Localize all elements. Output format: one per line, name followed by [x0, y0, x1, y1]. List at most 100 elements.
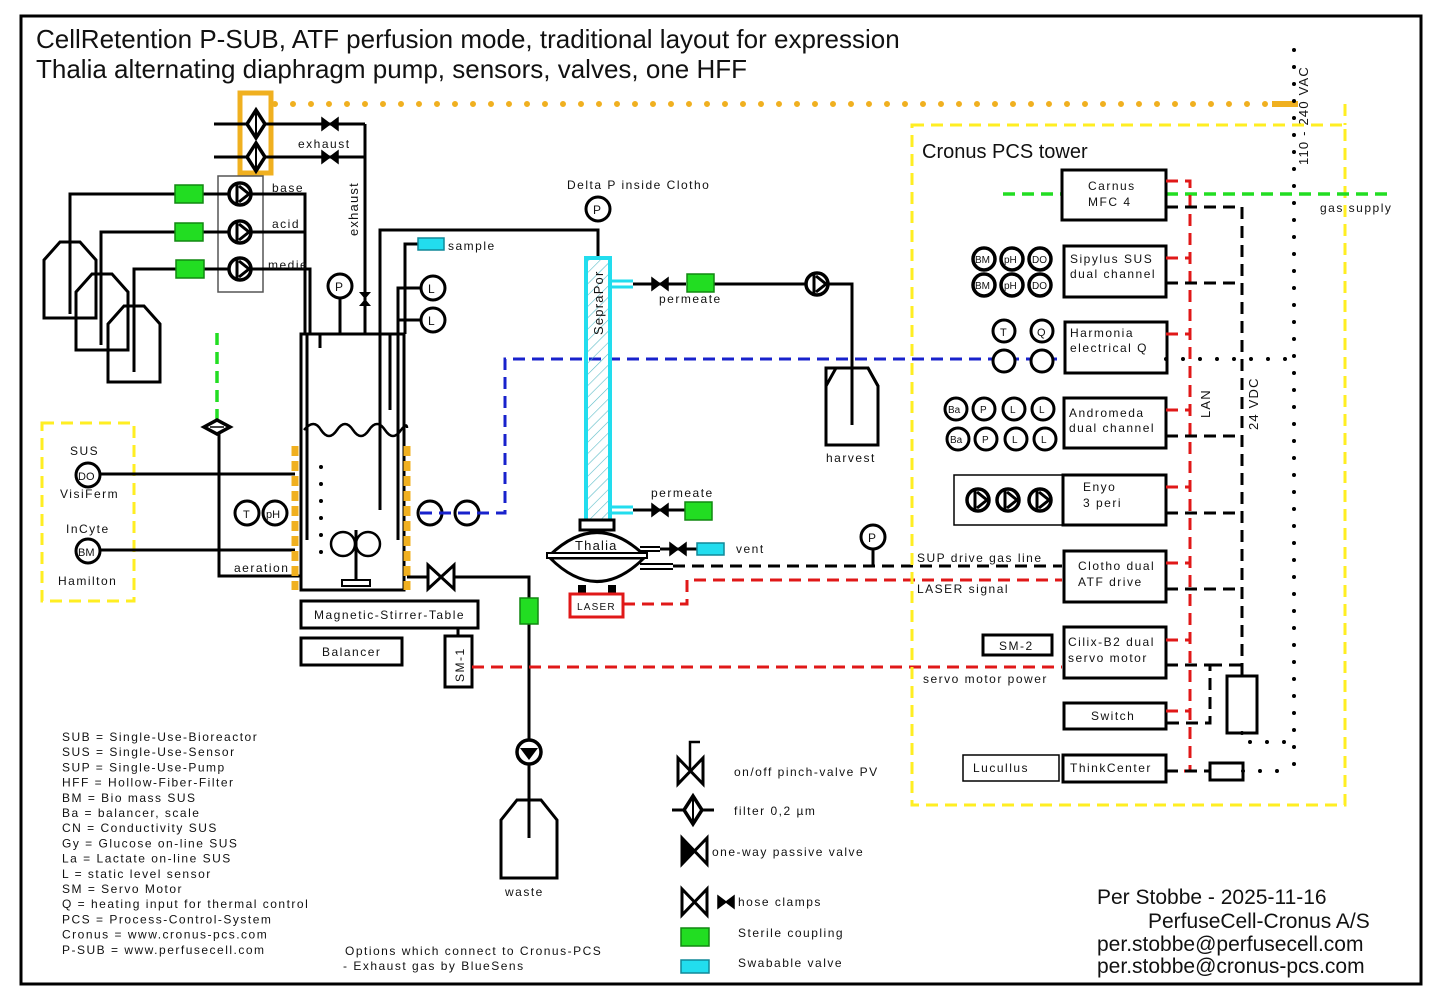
svg-text:Ba: Ba [950, 435, 963, 446]
gas-supply-label: gas supply [1320, 201, 1392, 215]
module-cilix[interactable]: Cilix-B2 dual servo motor [1062, 625, 1168, 680]
drive-pressure-sensor-icon [859, 523, 887, 551]
svg-text:BM: BM [975, 255, 990, 266]
abbreviation-item: PCS = Process-Control-System [62, 912, 272, 926]
incyte-label: InCyte [66, 522, 110, 536]
outer-frame [19, 14, 1423, 986]
power-label: 110 - 240 VAC [1296, 66, 1311, 165]
module-carnus[interactable]: Carnus MFC 4 [1060, 168, 1168, 222]
hose-clamp-icon [651, 503, 669, 517]
abbreviation-item: L = static level sensor [62, 867, 212, 881]
module-switch[interactable]: Switch [1062, 701, 1168, 731]
svg-text:Q: Q [1037, 327, 1046, 339]
svg-text:hose clamps: hose clamps [738, 895, 822, 909]
svg-text:Switch: Switch [1091, 709, 1135, 723]
svg-text:Clotho dual: Clotho dual [1078, 559, 1155, 573]
abbreviation-item: SM = Servo Motor [62, 882, 183, 896]
servo-power-label: servo motor power [923, 672, 1048, 686]
sipylus-sensors: BM pH DO BM pH DO [971, 246, 1053, 298]
abbreviation-item: Ba = balancer, scale [62, 806, 200, 820]
svg-text:P: P [868, 531, 876, 545]
aeration-label: aeration [234, 561, 289, 575]
hose-clamp-icon [321, 150, 339, 164]
abbreviation-item: Gy = Glucose on-line SUS [62, 836, 238, 850]
svg-text:Swabable valve: Swabable valve [738, 956, 843, 970]
permeate-label-top: permeate [659, 292, 722, 306]
svg-text:L: L [1039, 405, 1045, 416]
svg-text:3 peri: 3 peri [1083, 496, 1122, 510]
svg-text:L: L [1041, 435, 1047, 446]
level-sensor-icon [419, 274, 447, 302]
svg-text:one-way passive valve: one-way passive valve [712, 845, 864, 859]
module-sipylus[interactable]: Sipylus SUS dual channel [1062, 244, 1168, 299]
sterile-coupling-medie [175, 259, 205, 279]
pump-medie-icon [227, 256, 253, 282]
svg-text:pH: pH [266, 509, 280, 521]
pump-box [217, 175, 264, 293]
module-andromeda[interactable]: Andromeda dual channel [1062, 396, 1168, 450]
liquid-level [303, 422, 409, 438]
module-harmonia[interactable]: Harmonia electrical Q [1063, 320, 1169, 375]
svg-text:per.stobbe@perfusecell.com: per.stobbe@perfusecell.com [1097, 933, 1363, 956]
sterile-coupling-waste [519, 597, 539, 625]
svg-text:Andromeda: Andromeda [1069, 406, 1145, 420]
svg-text:Sipylus SUS: Sipylus SUS [1070, 252, 1153, 266]
svg-text:MFC 4: MFC 4 [1088, 195, 1132, 209]
balancer-box [299, 636, 404, 667]
andromeda-sensors: Ba P L L Ba P L L [943, 396, 1058, 452]
signature: Per Stobbe - 2025-11-16 PerfuseCell-Cron… [1097, 886, 1370, 978]
abbreviation-item: CN = Conductivity SUS [62, 821, 218, 835]
medie-label: medie [268, 258, 308, 272]
hamilton-label: Hamilton [58, 574, 117, 588]
svg-text:PerfuseCell-Cronus A/S: PerfuseCell-Cronus A/S [1148, 910, 1370, 933]
svg-text:SM-1: SM-1 [453, 647, 467, 682]
enyo-pump-icon [965, 487, 991, 513]
exhaust-vertical-label: exhaust [346, 182, 361, 236]
svg-text:L: L [428, 314, 435, 328]
swabable-valve-vent [696, 542, 725, 556]
svg-text:on/off pinch-valve PV: on/off pinch-valve PV [734, 765, 879, 779]
abbreviation-item: SUB = Single-Use-Bioreactor [62, 730, 258, 744]
seprapor-label: SepraPor [591, 270, 606, 335]
svg-text:pH: pH [1004, 255, 1017, 266]
delta-p-label: Delta P inside Clotho [567, 178, 710, 192]
svg-text:per.stobbe@cronus-pcs.com: per.stobbe@cronus-pcs.com [1097, 955, 1365, 978]
svg-text:Lucullus: Lucullus [973, 761, 1029, 775]
sample-label: sample [448, 239, 496, 253]
thermal-control-line [420, 357, 1062, 515]
pump-acid-icon [227, 219, 253, 245]
svg-text:Cilix-B2 dual: Cilix-B2 dual [1068, 635, 1155, 649]
servo-motor-sm1 [443, 634, 474, 689]
exhaust-filter-icon-1 [245, 108, 267, 140]
waste-bottle [499, 798, 559, 880]
svg-text:P: P [593, 203, 601, 217]
laser-signal-line [623, 578, 1062, 606]
svg-text:pH: pH [1004, 281, 1017, 292]
svg-text:P: P [335, 280, 343, 294]
tower-title: Cronus PCS tower [922, 141, 1088, 163]
laser-signal-label: LASER signal [917, 582, 1009, 596]
abbreviation-item: Cronus = www.cronus-pcs.com [62, 928, 268, 942]
lucullus-box[interactable]: Lucullus [962, 754, 1060, 782]
options-line-1: Options which connect to Cronus-PCS [345, 944, 602, 958]
svg-text:LASER: LASER [577, 602, 616, 613]
hose-clamp-icon [321, 117, 339, 131]
ph-sensor-icon [261, 499, 289, 527]
base-label: base [272, 181, 304, 195]
module-clotho[interactable]: Clotho dual ATF drive [1062, 549, 1168, 604]
power-supply-24vdc [1225, 674, 1259, 735]
svg-text:T: T [243, 509, 250, 521]
filter-legend-icon [682, 794, 704, 826]
sterile-coupling-permeate-2 [684, 501, 713, 521]
module-thinkcenter[interactable]: ThinkCenter [1061, 753, 1168, 784]
svg-text:dual channel: dual channel [1070, 267, 1156, 281]
svg-text:filter 0,2 µm: filter 0,2 µm [734, 804, 816, 818]
svg-text:DO: DO [1032, 255, 1047, 266]
hose-clamp-legend-icon [680, 885, 709, 919]
legend: on/off pinch-valve PV filter 0,2 µm one-… [672, 740, 879, 974]
impeller-icon [329, 530, 357, 558]
delta-p-sensor-icon [584, 195, 612, 223]
abbreviation-item: P-SUB = www.perfusecell.com [62, 943, 266, 957]
svg-text:ATF drive: ATF drive [1078, 575, 1143, 589]
